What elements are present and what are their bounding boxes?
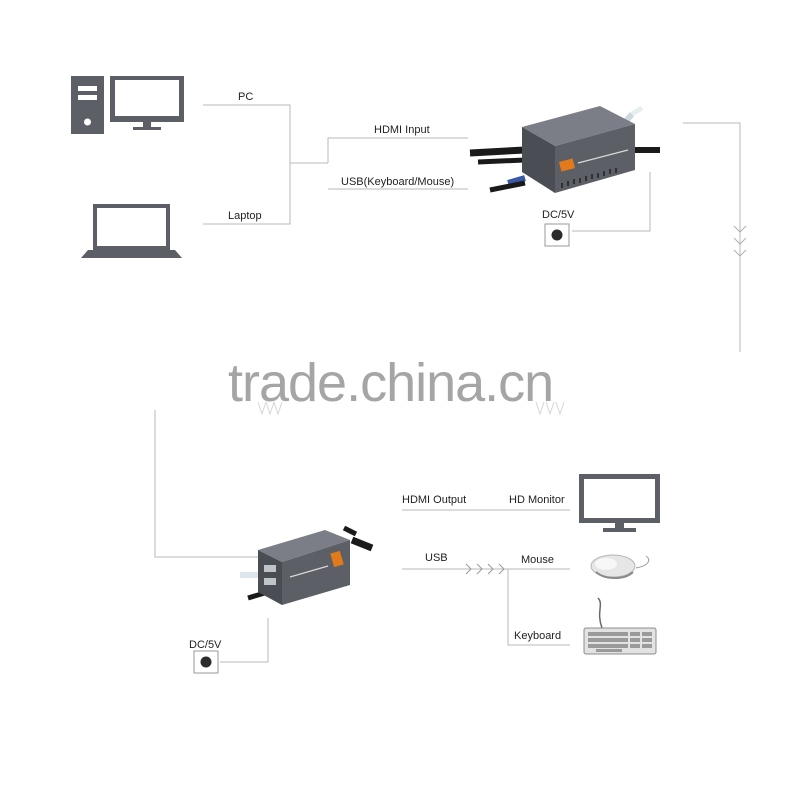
hdmi-input-label: HDMI Input [374, 124, 430, 136]
receiver-device-icon [240, 525, 374, 605]
pc-label: PC [238, 91, 254, 103]
laptop-label: Laptop [228, 210, 262, 222]
usb-arrows [465, 563, 505, 575]
keyboard-icon [583, 597, 657, 655]
left-transfer-line [154, 410, 258, 558]
dc-socket-bottom-icon [193, 650, 219, 674]
dc-5v-top-label: DC/5V [542, 209, 575, 221]
hd-monitor-label: HD Monitor [509, 494, 565, 506]
watermark-arrows-right [535, 401, 565, 416]
laptop-icon [81, 204, 182, 258]
laptop-line [203, 163, 291, 225]
down-arrows-right [733, 225, 747, 257]
usb-keyboard-mouse-label: USB(Keyboard/Mouse) [341, 176, 455, 188]
hdmi-output-label: HDMI Output [402, 494, 467, 506]
watermark-arrows-left [257, 401, 283, 416]
dc-5v-bottom-label: DC/5V [189, 639, 222, 651]
hdmi-input-line [327, 137, 468, 163]
right-transfer-line [683, 122, 741, 352]
hd-monitor-icon [579, 474, 660, 532]
mouse-label: Mouse [521, 554, 555, 566]
usb-label: USB [425, 552, 448, 564]
dc-top-line [572, 172, 651, 232]
mouse-icon [590, 554, 650, 579]
dc-bottom-line [220, 618, 269, 663]
dc-socket-top-icon [544, 223, 570, 247]
pc-line [203, 104, 328, 164]
pc-tower-icon [71, 76, 104, 134]
pc-monitor-icon [110, 76, 184, 130]
connector-lines [154, 104, 741, 663]
watermark-text: trade.china.cn [228, 353, 554, 413]
sender-device-icon [469, 105, 660, 193]
keyboard-label: Keyboard [514, 630, 562, 642]
keyboard-line [507, 569, 570, 646]
